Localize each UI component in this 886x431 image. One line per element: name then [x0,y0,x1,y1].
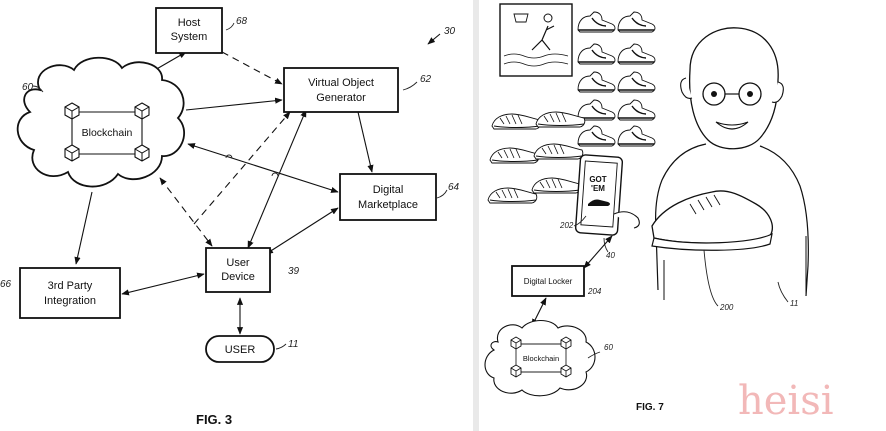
svg-text:Generator: Generator [316,92,366,104]
svg-text:Blockchain: Blockchain [82,127,133,139]
edge-device-thirdparty [121,272,205,296]
digital-locker: Digital Locker 204 [511,235,613,327]
fig3-label: FIG. 3 [196,412,232,427]
edge-dashed-generator [193,111,291,225]
svg-text:60: 60 [22,82,34,93]
watermark-text: heisi [738,378,834,424]
svg-text:30: 30 [444,26,456,37]
person-figure [655,27,809,300]
phone-screen-line1: GOT [589,175,606,184]
node-user-device: User Device 39 [205,247,300,293]
svg-text:68: 68 [236,16,248,27]
svg-text:Host: Host [178,17,201,29]
ref-phone-screen: 202 [559,221,574,230]
node-user: USER 11 [205,335,298,363]
svg-text:62: 62 [420,74,432,85]
svg-text:Digital Locker: Digital Locker [524,277,573,286]
panel-divider [473,0,479,431]
wire-hop [271,172,279,177]
figure-ref-30: 30 [427,26,456,45]
edge-generator-marketplace [357,111,374,173]
svg-text:USER: USER [225,344,256,356]
phone-device: GOT 'EM [574,154,640,236]
svg-text:Blockchain: Blockchain [523,354,559,363]
svg-text:64: 64 [448,182,460,193]
ref-person: 11 [790,299,798,308]
svg-text:User: User [226,257,250,269]
node-host-system: Host System 68 [155,7,248,54]
fig7-label: FIG. 7 [636,402,664,413]
svg-text:66: 66 [0,279,12,290]
blockchain-icon [510,336,572,378]
svg-text:11: 11 [288,339,298,350]
fig3-connections [74,51,374,335]
edge-blockchain-generator [185,97,283,111]
edge-locker-phone [583,235,613,269]
edge-marketplace-device [265,207,339,255]
svg-text:Digital: Digital [373,184,404,196]
edge-host-generator [221,51,283,85]
held-shoe [651,190,773,251]
svg-text:60: 60 [604,343,613,352]
edge-device-generator [247,109,307,249]
svg-text:Device: Device [221,271,255,283]
node-virtual-object-generator: Virtual Object Generator 62 [283,67,432,113]
fig7-blockchain: Blockchain 60 [484,319,613,397]
edge-marketplace-blockchain [187,143,339,193]
blockchain-icon [64,102,150,162]
edge-blockchain-thirdparty [74,191,93,265]
svg-text:Virtual Object: Virtual Object [308,77,374,89]
node-blockchain: Blockchain 60 [16,56,185,188]
edge-blockchain-device [159,177,213,247]
svg-text:204: 204 [587,287,602,296]
svg-text:Marketplace: Marketplace [358,199,418,211]
svg-text:Integration: Integration [44,295,96,307]
fig3-diagram: Host System 68 Virtual Object Generator … [0,7,460,427]
phone-screen-line2: 'EM [591,184,605,193]
fig7-illustration: GOT 'EM 202 40 200 11 Digital Locker 204 [484,3,809,413]
svg-text:System: System [171,31,208,43]
wire-hop [225,154,233,159]
node-third-party-integration: 3rd Party Integration 66 [0,267,121,319]
poster-image [499,3,573,77]
ref-phone: 40 [606,251,615,260]
svg-text:3rd Party: 3rd Party [48,280,93,292]
node-digital-marketplace: Digital Marketplace 64 [339,173,460,221]
ref-shoe: 200 [719,303,734,312]
svg-text:39: 39 [288,266,300,277]
cloud-shape [16,56,185,188]
